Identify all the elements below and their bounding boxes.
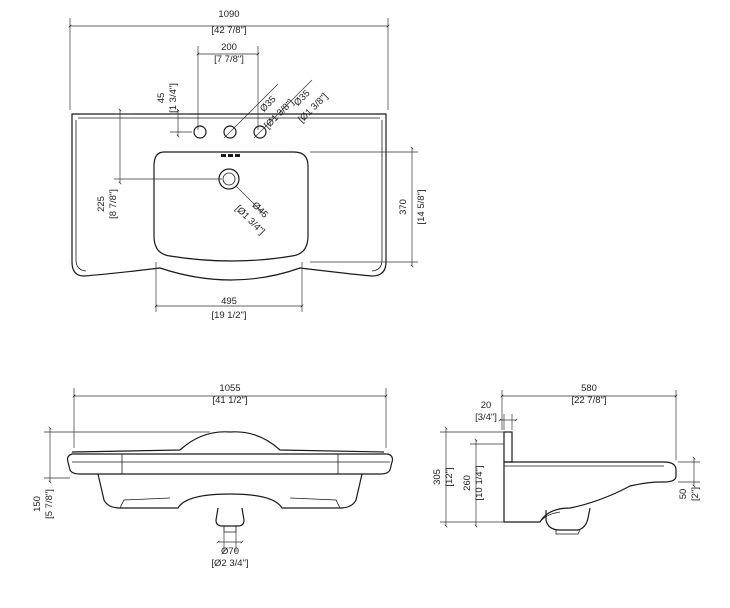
dim-rim-in: [2"] — [690, 487, 701, 501]
tap-hole-left — [193, 125, 207, 139]
front-view: 1055 [41 1/2"] 150 [5 7/8"] Ø70 [Ø2 3/4"… — [32, 383, 394, 569]
dim-width-mm: 1090 — [218, 9, 239, 20]
dim-front-width-mm: 1055 — [219, 383, 240, 394]
dim-front-height-mm: 150 — [32, 496, 43, 512]
dim-waste-in: [Ø2 3/4"] — [211, 558, 248, 569]
body-side — [503, 462, 661, 523]
waste-side — [545, 507, 591, 531]
dim-backsplash-mm: 20 — [481, 400, 492, 411]
tap-hole-right — [253, 125, 267, 139]
dim-edge-offset-in: [1 3/4"] — [168, 83, 179, 113]
bowl-underside-front — [97, 473, 363, 509]
dim-side-depth-mm: 580 — [581, 383, 597, 394]
dim-width-in: [42 7/8"] — [211, 25, 246, 36]
top-view: 1090 [42 7/8"] 200 [7 7/8"] 45 [1 3/4"] … — [68, 9, 427, 321]
dim-drain-offset-mm: 225 — [96, 196, 107, 212]
dim-edge-offset-mm: 45 — [156, 93, 167, 104]
dim-tap-spacing-mm: 200 — [221, 42, 237, 53]
dim-rim-mm: 50 — [678, 489, 689, 500]
basin-outline-top — [71, 113, 387, 281]
rim-front — [66, 453, 394, 475]
dim-side-height-in: [12"] — [444, 467, 455, 486]
rim-side — [504, 461, 677, 483]
bowl-outline — [153, 151, 309, 262]
dim-side-height-mm: 305 — [432, 469, 443, 485]
dim-front-height-in: [5 7/8"] — [44, 489, 55, 519]
backsplash-front — [71, 431, 385, 453]
tap-hole-center — [223, 125, 237, 139]
dim-drain-offset-in: [8 7/8"] — [108, 189, 119, 219]
dim-waste-mm: Ø70 — [221, 546, 239, 557]
backsplash-side — [503, 431, 513, 463]
dim-bowl-width-in: [19 1/2"] — [211, 310, 246, 321]
dim-bowl-depth-in: [14 5/8"] — [416, 189, 427, 224]
dim-bowl-width-mm: 495 — [221, 296, 237, 307]
side-view: 580 [22 7/8"] 20 [3/4"] 305 [12"] 260 [1… — [432, 383, 701, 535]
dim-side-depth-in: [22 7/8"] — [571, 395, 606, 406]
dim-inner-height-in: [10 1/4"] — [474, 465, 485, 500]
dim-front-width-in: [41 1/2"] — [212, 395, 247, 406]
dim-bowl-depth-mm: 370 — [398, 199, 409, 215]
dim-inner-height-mm: 260 — [462, 475, 473, 491]
dim-tap-spacing-in: [7 7/8"] — [214, 54, 244, 65]
waste-front — [215, 507, 245, 527]
dim-backsplash-in: [3/4"] — [475, 412, 497, 423]
